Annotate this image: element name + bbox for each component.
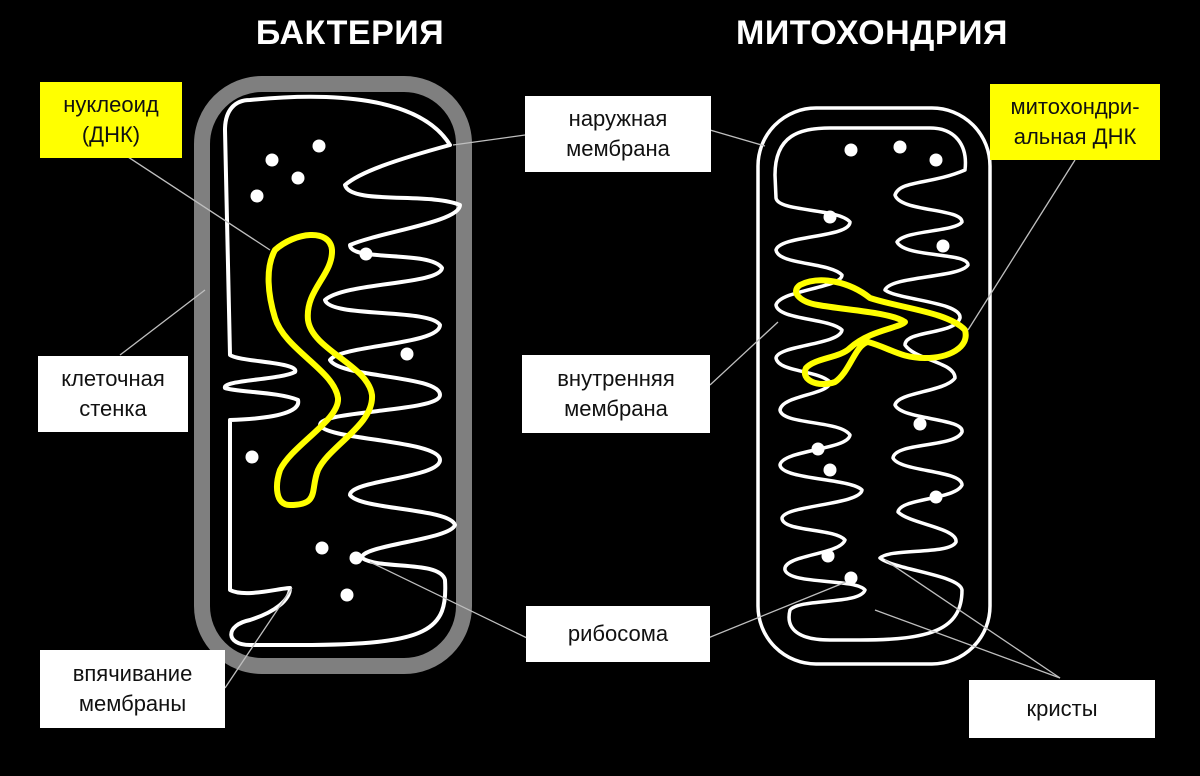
- cell-wall: [194, 76, 472, 674]
- leader-outer-membrane-right: [709, 129, 766, 147]
- mito-ribosome: [929, 153, 943, 167]
- mito-ribosome: [823, 463, 837, 477]
- label-cell-wall: клеточная стенка: [38, 356, 188, 432]
- bacteria-ribosome: [400, 347, 414, 361]
- mito-ribosome: [844, 571, 858, 585]
- label-invagination-line1: впячивание: [72, 661, 193, 686]
- mito-ribosome: [913, 417, 927, 431]
- title-mitochondria: МИТОХОНДРИЯ: [736, 14, 1008, 52]
- label-invagination-line2: мембраны: [78, 691, 187, 716]
- bacteria-ribosome: [245, 450, 259, 464]
- label-membrane-invagination: впячивание мембраны: [40, 650, 225, 728]
- mito-ribosome: [929, 490, 943, 504]
- mito-ribosome: [823, 210, 837, 224]
- bacteria-ribosome: [359, 247, 373, 261]
- label-inner-membrane: внутренняя мембрана: [522, 355, 710, 433]
- mito-ribosome: [893, 140, 907, 154]
- label-mito-dna-line2: альная ДНК: [1013, 124, 1137, 149]
- label-nucleoid-line2: (ДНК): [81, 122, 141, 147]
- label-ribosome-line1: рибосома: [567, 621, 669, 646]
- bacteria-membrane: [222, 94, 462, 647]
- label-inner-membrane-line1: внутренняя: [557, 366, 675, 391]
- label-cell-wall-line1: клеточная: [61, 366, 165, 391]
- leader-inner-membrane: [709, 321, 779, 386]
- label-outer-membrane-line2: мембрана: [566, 136, 670, 161]
- bacteria-ribosome: [312, 139, 326, 153]
- label-cell-wall-line2: стенка: [79, 396, 147, 421]
- leader-ribosome-left: [369, 561, 528, 639]
- label-nucleoid-line1: нуклеоид: [63, 92, 159, 117]
- bacteria-ribosome: [349, 551, 363, 565]
- bacteria-ribosome: [250, 189, 264, 203]
- label-outer-membrane-line1: наружная: [568, 106, 668, 131]
- bacteria-ribosome: [315, 541, 329, 555]
- bacteria-ribosome: [265, 153, 279, 167]
- leader-cristae-2: [874, 609, 1061, 679]
- outer-membrane: [756, 106, 992, 666]
- nucleoid-dna: [265, 232, 375, 508]
- label-nucleoid: нуклеоид (ДНК): [40, 82, 182, 158]
- bacteria-ribosome: [291, 171, 305, 185]
- inner-membrane: [773, 126, 970, 642]
- leader-cell-wall: [119, 289, 206, 356]
- label-cristae-line1: кристы: [1026, 696, 1098, 721]
- leader-invagination: [224, 587, 293, 689]
- mito-dna: [793, 277, 969, 388]
- leader-nucleoid: [124, 154, 271, 251]
- label-mito-dna-line1: митохондри-: [1010, 94, 1140, 119]
- label-outer-membrane: наружная мембрана: [525, 96, 711, 172]
- mito-ribosome: [811, 442, 825, 456]
- mito-ribosome: [936, 239, 950, 253]
- label-mito-dna: митохондри- альная ДНК: [990, 84, 1160, 160]
- title-bacteria: БАКТЕРИЯ: [255, 14, 445, 52]
- label-inner-membrane-line2: мембрана: [564, 396, 668, 421]
- label-ribosome: рибосома: [526, 606, 710, 662]
- mito-ribosome: [821, 549, 835, 563]
- mito-ribosome: [844, 143, 858, 157]
- bacteria-ribosome: [340, 588, 354, 602]
- leader-mito-dna: [967, 159, 1076, 331]
- leader-outer-membrane-left: [452, 134, 526, 146]
- leader-cristae-1: [884, 559, 1061, 679]
- leader-ribosome-right: [707, 581, 847, 639]
- label-cristae: кристы: [969, 680, 1155, 738]
